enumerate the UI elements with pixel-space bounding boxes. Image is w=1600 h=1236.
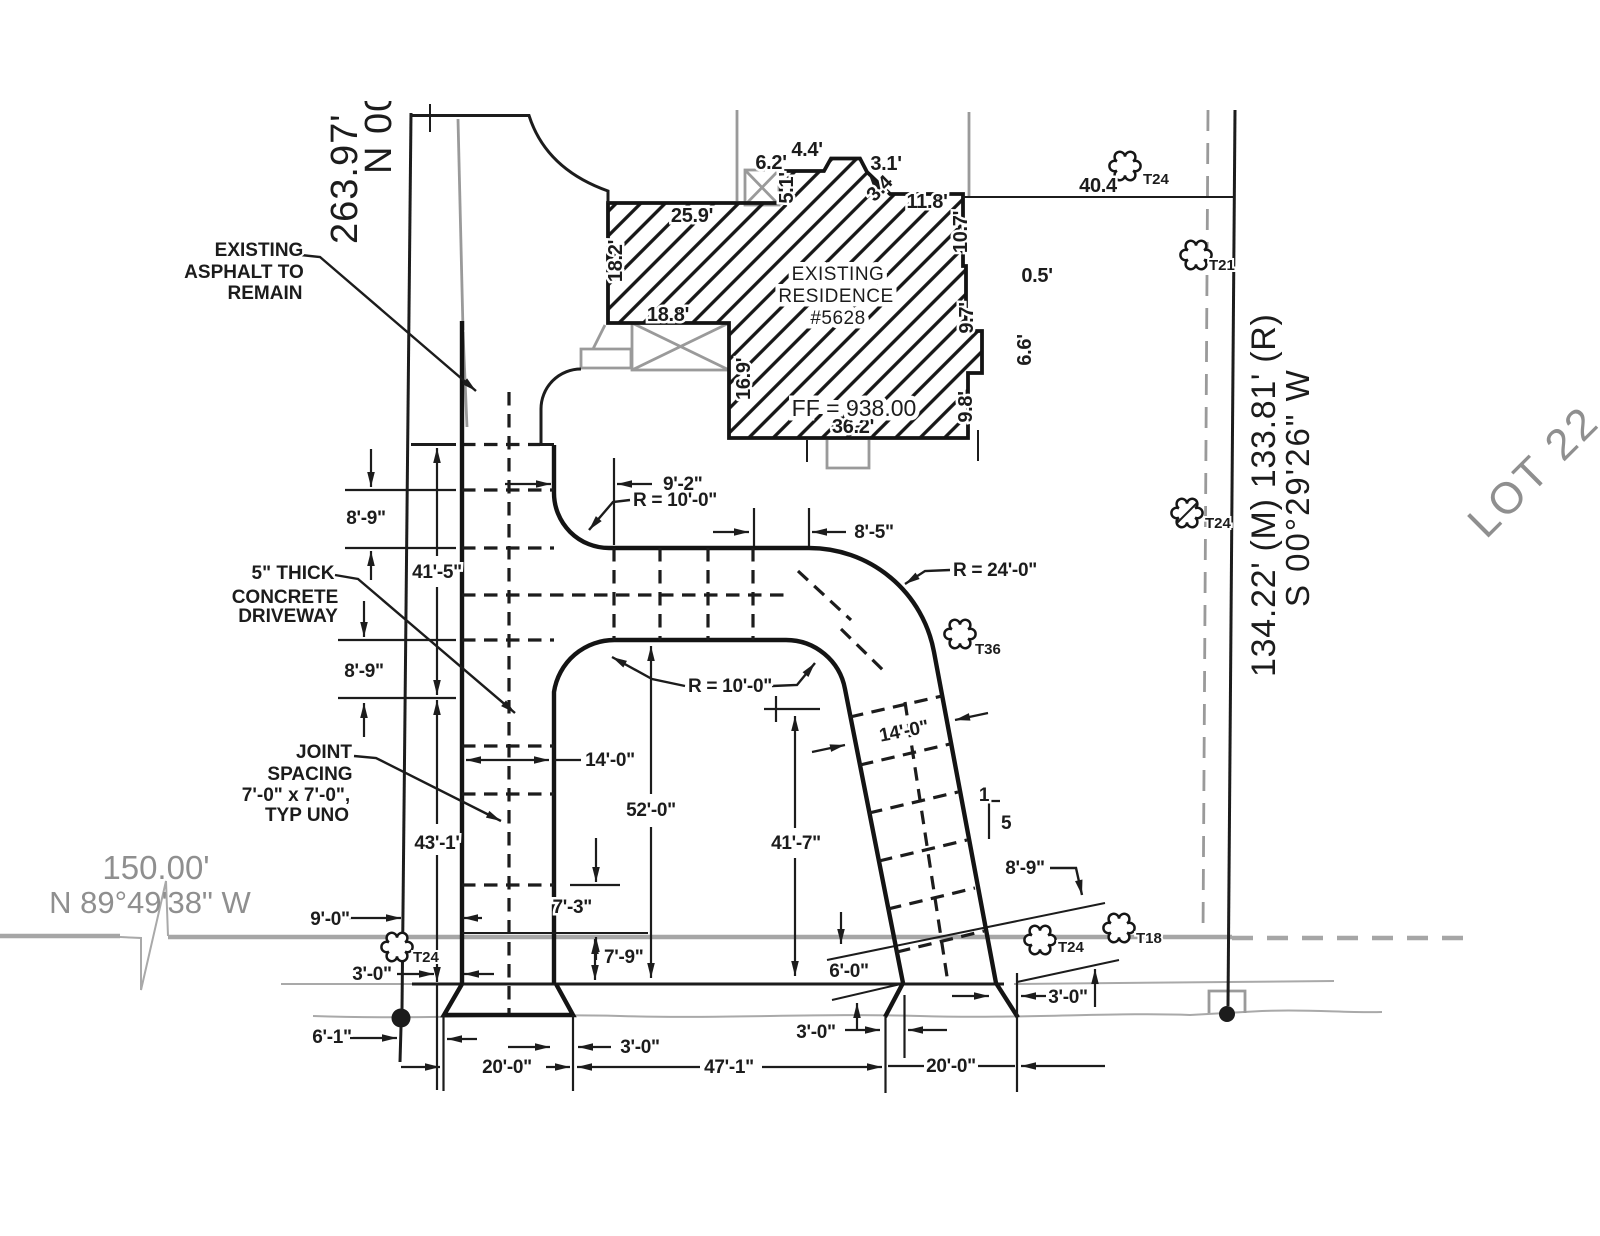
svg-text:FF = 938.00: FF = 938.00 — [792, 395, 917, 421]
svg-text:4.4': 4.4' — [791, 139, 822, 161]
svg-text:T24: T24 — [1143, 171, 1170, 188]
svg-text:R = 24'-0": R = 24'-0" — [953, 560, 1037, 581]
svg-text:T21: T21 — [1209, 257, 1235, 274]
svg-text:52'-0": 52'-0" — [626, 800, 676, 821]
svg-text:41'-7": 41'-7" — [771, 833, 821, 854]
svg-text:7'-3": 7'-3" — [553, 897, 593, 918]
svg-text:3'-0": 3'-0" — [620, 1037, 660, 1058]
svg-text:8'-5": 8'-5" — [854, 522, 894, 543]
svg-text:47'-1": 47'-1" — [704, 1057, 754, 1078]
svg-text:7'-9": 7'-9" — [604, 947, 644, 968]
svg-text:DRIVEWAY: DRIVEWAY — [238, 606, 338, 627]
svg-text:CONCRETE: CONCRETE — [232, 587, 339, 608]
svg-text:8'-9": 8'-9" — [346, 508, 386, 529]
svg-text:25.9': 25.9' — [671, 205, 713, 227]
svg-text:36.2': 36.2' — [832, 416, 874, 438]
svg-text:SPACING: SPACING — [267, 764, 352, 785]
svg-text:#5628: #5628 — [810, 308, 865, 329]
svg-text:0.5': 0.5' — [1021, 265, 1052, 287]
svg-text:RESIDENCE: RESIDENCE — [778, 286, 893, 307]
svg-text:REMAIN: REMAIN — [228, 283, 303, 304]
svg-text:41'-5": 41'-5" — [412, 562, 462, 583]
svg-text:6.6': 6.6' — [1014, 334, 1036, 365]
svg-text:S 00°29'26" W: S 00°29'26" W — [1279, 368, 1316, 607]
svg-text:5" THICK: 5" THICK — [252, 563, 335, 584]
svg-text:16.9': 16.9' — [733, 358, 755, 400]
svg-text:T18: T18 — [1136, 930, 1162, 947]
svg-text:N 00°1: N 00°1 — [358, 51, 400, 174]
svg-text:9.7': 9.7' — [956, 302, 978, 333]
svg-text:JOINT: JOINT — [296, 742, 352, 763]
svg-text:T24: T24 — [1205, 515, 1232, 532]
svg-text:ASPHALT TO: ASPHALT TO — [184, 262, 304, 283]
svg-text:20'-0": 20'-0" — [926, 1056, 976, 1077]
svg-text:150.00': 150.00' — [102, 849, 209, 886]
svg-text:EXISTING: EXISTING — [792, 264, 885, 285]
svg-text:18.8': 18.8' — [647, 304, 689, 326]
svg-text:EXISTING: EXISTING — [215, 240, 304, 261]
svg-text:8'-9": 8'-9" — [344, 661, 384, 682]
svg-text:T24: T24 — [1058, 939, 1085, 956]
svg-text:20'-0": 20'-0" — [482, 1057, 532, 1078]
svg-text:5: 5 — [1001, 813, 1012, 834]
svg-text:134.22' (M) 133.81' (R): 134.22' (M) 133.81' (R) — [1245, 313, 1283, 677]
svg-text:3'-0": 3'-0" — [352, 964, 392, 985]
svg-text:263.97' (: 263.97' ( — [324, 88, 366, 244]
svg-text:3.1': 3.1' — [870, 153, 901, 175]
svg-text:1: 1 — [979, 785, 990, 806]
svg-text:N 89°49'38" W: N 89°49'38" W — [49, 885, 251, 920]
svg-text:11.8': 11.8' — [906, 191, 947, 213]
svg-text:6.2': 6.2' — [755, 152, 786, 174]
svg-text:10.7': 10.7' — [950, 211, 972, 253]
svg-text:9'-2": 9'-2" — [663, 474, 703, 495]
svg-text:8'-9": 8'-9" — [1005, 858, 1045, 879]
svg-text:43'-1': 43'-1' — [414, 833, 459, 854]
svg-text:40.4: 40.4 — [1079, 175, 1118, 197]
svg-text:9.8': 9.8' — [955, 391, 977, 422]
svg-text:14'-0": 14'-0" — [585, 750, 635, 771]
svg-text:6'-1": 6'-1" — [312, 1027, 352, 1048]
svg-text:R = 10'-0": R = 10'-0" — [633, 490, 717, 511]
svg-text:T24: T24 — [413, 949, 440, 966]
svg-text:3'-0": 3'-0" — [1048, 987, 1088, 1008]
svg-text:9'-0": 9'-0" — [310, 909, 350, 930]
svg-text:18.2': 18.2' — [605, 240, 627, 282]
svg-text:T36: T36 — [975, 641, 1001, 658]
svg-text:R = 10'-0": R = 10'-0" — [688, 676, 772, 697]
svg-text:7'-0" x 7'-0",: 7'-0" x 7'-0", — [242, 785, 350, 806]
svg-text:5.1': 5.1' — [776, 172, 798, 203]
svg-text:3'-0": 3'-0" — [796, 1022, 836, 1043]
svg-text:TYP UNO: TYP UNO — [265, 805, 349, 826]
svg-text:6'-0": 6'-0" — [829, 961, 869, 982]
